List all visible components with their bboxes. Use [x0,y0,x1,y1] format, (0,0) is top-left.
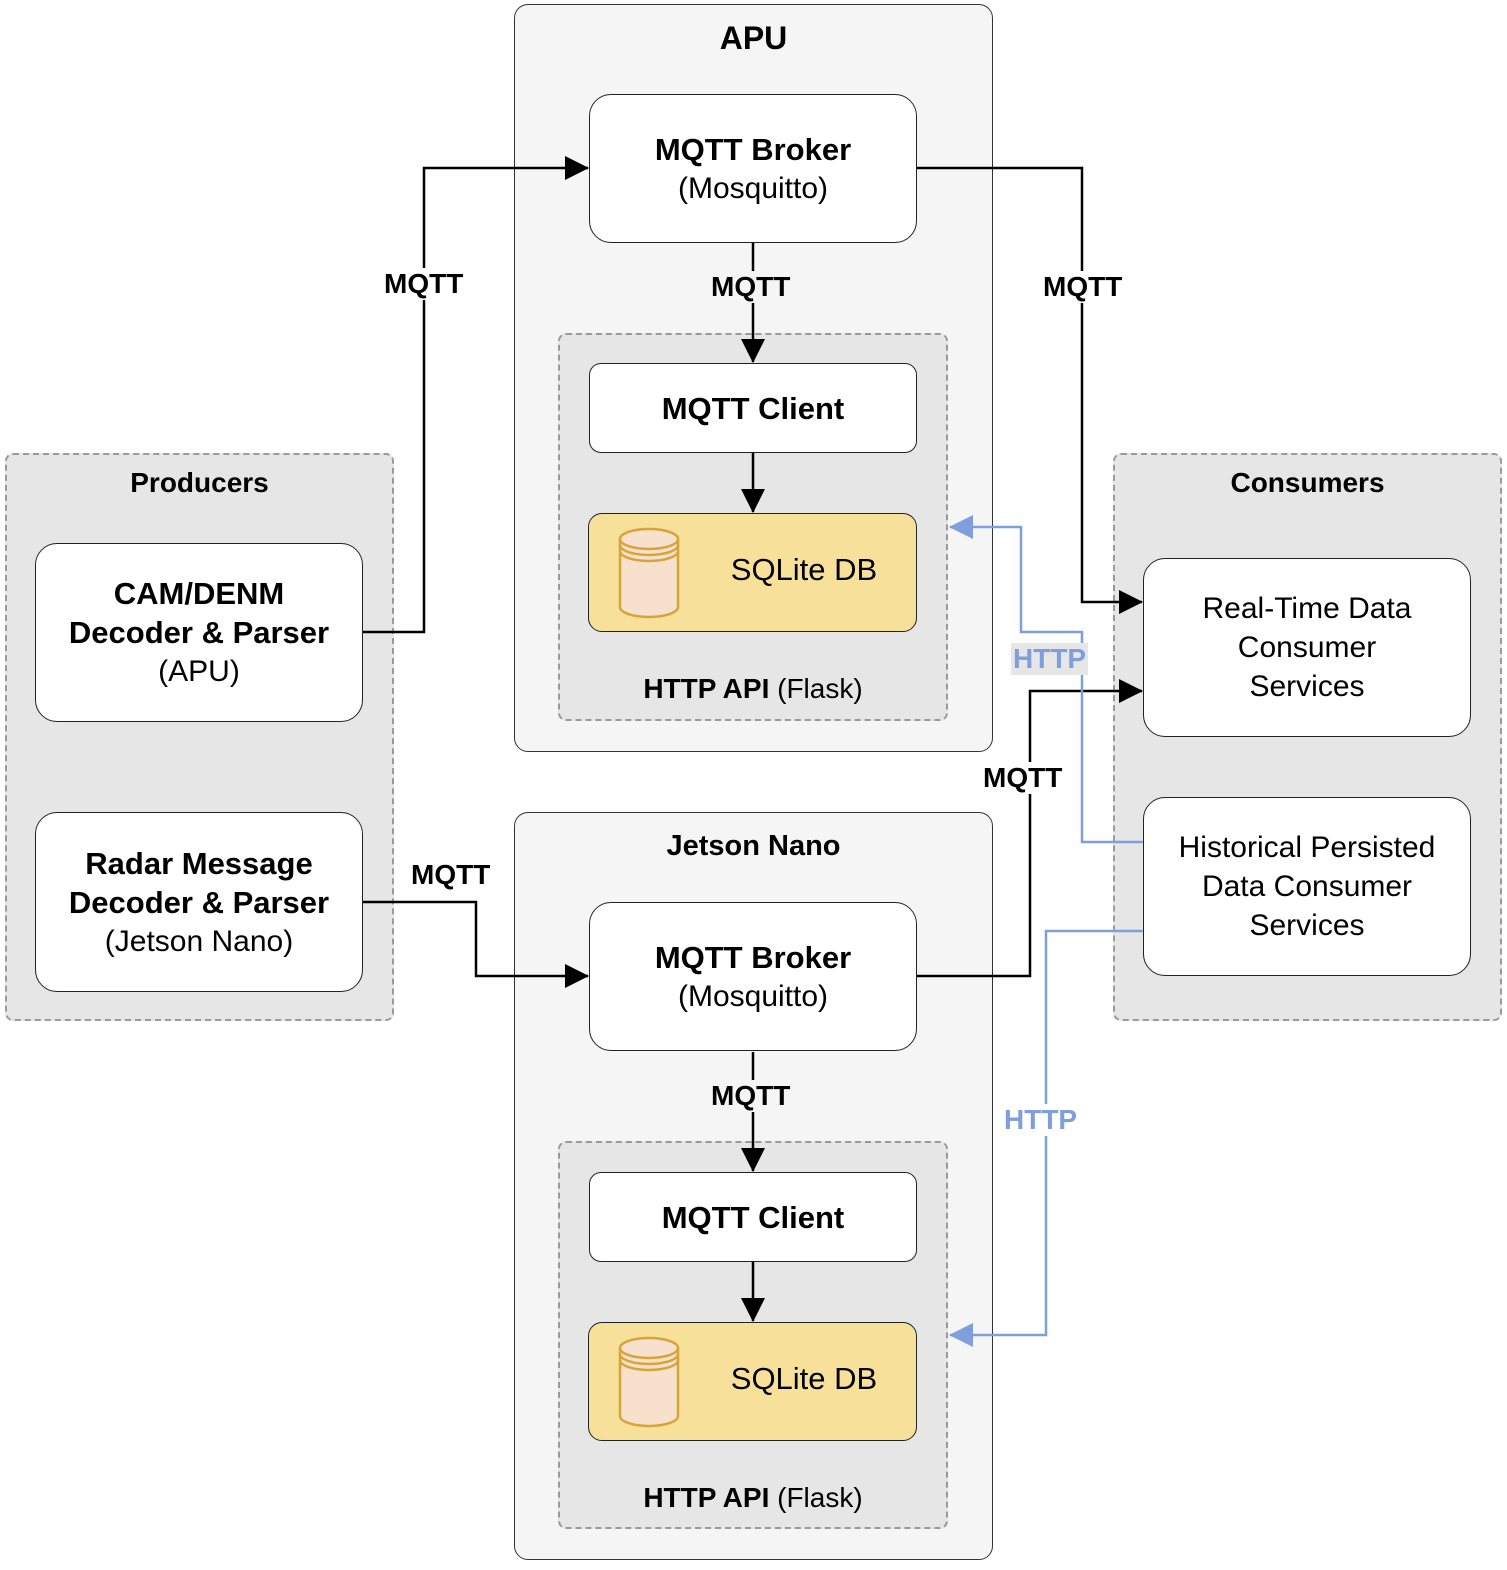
consumers-title: Consumers [1230,467,1385,498]
apu-db-label: SQLite DB [730,552,878,587]
historical-line2: Data Consumer [1201,870,1413,903]
jetson-client-title: MQTT Client [661,1199,845,1235]
cam-denm-decoder: CAM/DENM Decoder & Parser (APU) [35,543,363,722]
realtime-line2: Consumer [1237,631,1377,664]
historical-consumer: Historical Persisted Data Consumer Servi… [1143,797,1471,976]
jetson-sqlite-db: SQLite DB [588,1322,917,1441]
cam-line1: CAM/DENM [113,576,285,611]
jetson-broker-subtitle: (Mosquitto) [677,979,829,1013]
apu-mqtt-client: MQTT Client [589,363,917,453]
edge-label-cam-to-apu: MQTT [382,268,466,300]
jetson-db-label: SQLite DB [730,1361,878,1396]
jetson-title: Jetson Nano [666,830,841,862]
historical-line3: Services [1249,909,1365,942]
jetson-mqtt-client: MQTT Client [589,1172,917,1262]
apu-api-rest: (Flask) [777,673,863,704]
apu-mqtt-broker: MQTT Broker (Mosquitto) [589,94,917,243]
radar-line2: Decoder & Parser [68,884,330,920]
database-cylinder-icon [618,527,680,619]
jetson-http-api-label: HTTP API (Flask) [558,1482,948,1514]
edge-label-jetson-http: HTTP [1002,1104,1080,1136]
historical-line1: Historical Persisted [1178,831,1436,864]
realtime-line3: Services [1249,670,1365,703]
realtime-line1: Real-Time Data [1202,592,1412,625]
cam-line2: Decoder & Parser [68,615,330,650]
apu-broker-title: MQTT Broker [654,131,852,167]
apu-title: APU [719,20,788,56]
apu-api-bold: HTTP API [643,673,770,704]
edge-label-jetson-to-realtime: MQTT [981,762,1065,794]
apu-sqlite-db: SQLite DB [588,513,917,632]
cam-line3: (APU) [158,655,240,688]
edge-label-apu-broker-to-client: MQTT [709,271,793,303]
apu-http-api-label: HTTP API (Flask) [558,673,948,705]
jetson-api-rest: (Flask) [777,1482,863,1513]
apu-broker-subtitle: (Mosquitto) [677,171,829,205]
radar-line3: (Jetson Nano) [104,924,294,958]
edge-label-jetson-broker-to-client: MQTT [709,1080,793,1112]
realtime-consumer: Real-Time Data Consumer Services [1143,558,1471,737]
edge-label-apu-to-realtime: MQTT [1041,271,1125,303]
jetson-api-bold: HTTP API [643,1482,770,1513]
producers-title: Producers [130,467,269,498]
jetson-mqtt-broker: MQTT Broker (Mosquitto) [589,902,917,1051]
radar-line1: Radar Message [85,845,313,881]
apu-client-title: MQTT Client [661,390,845,426]
jetson-broker-title: MQTT Broker [654,939,852,975]
edge-label-apu-http: HTTP [1011,643,1089,675]
database-cylinder-icon [618,1336,680,1428]
radar-decoder: Radar Message Decoder & Parser (Jetson N… [35,812,363,992]
edge-label-radar-to-jetson: MQTT [409,859,493,891]
